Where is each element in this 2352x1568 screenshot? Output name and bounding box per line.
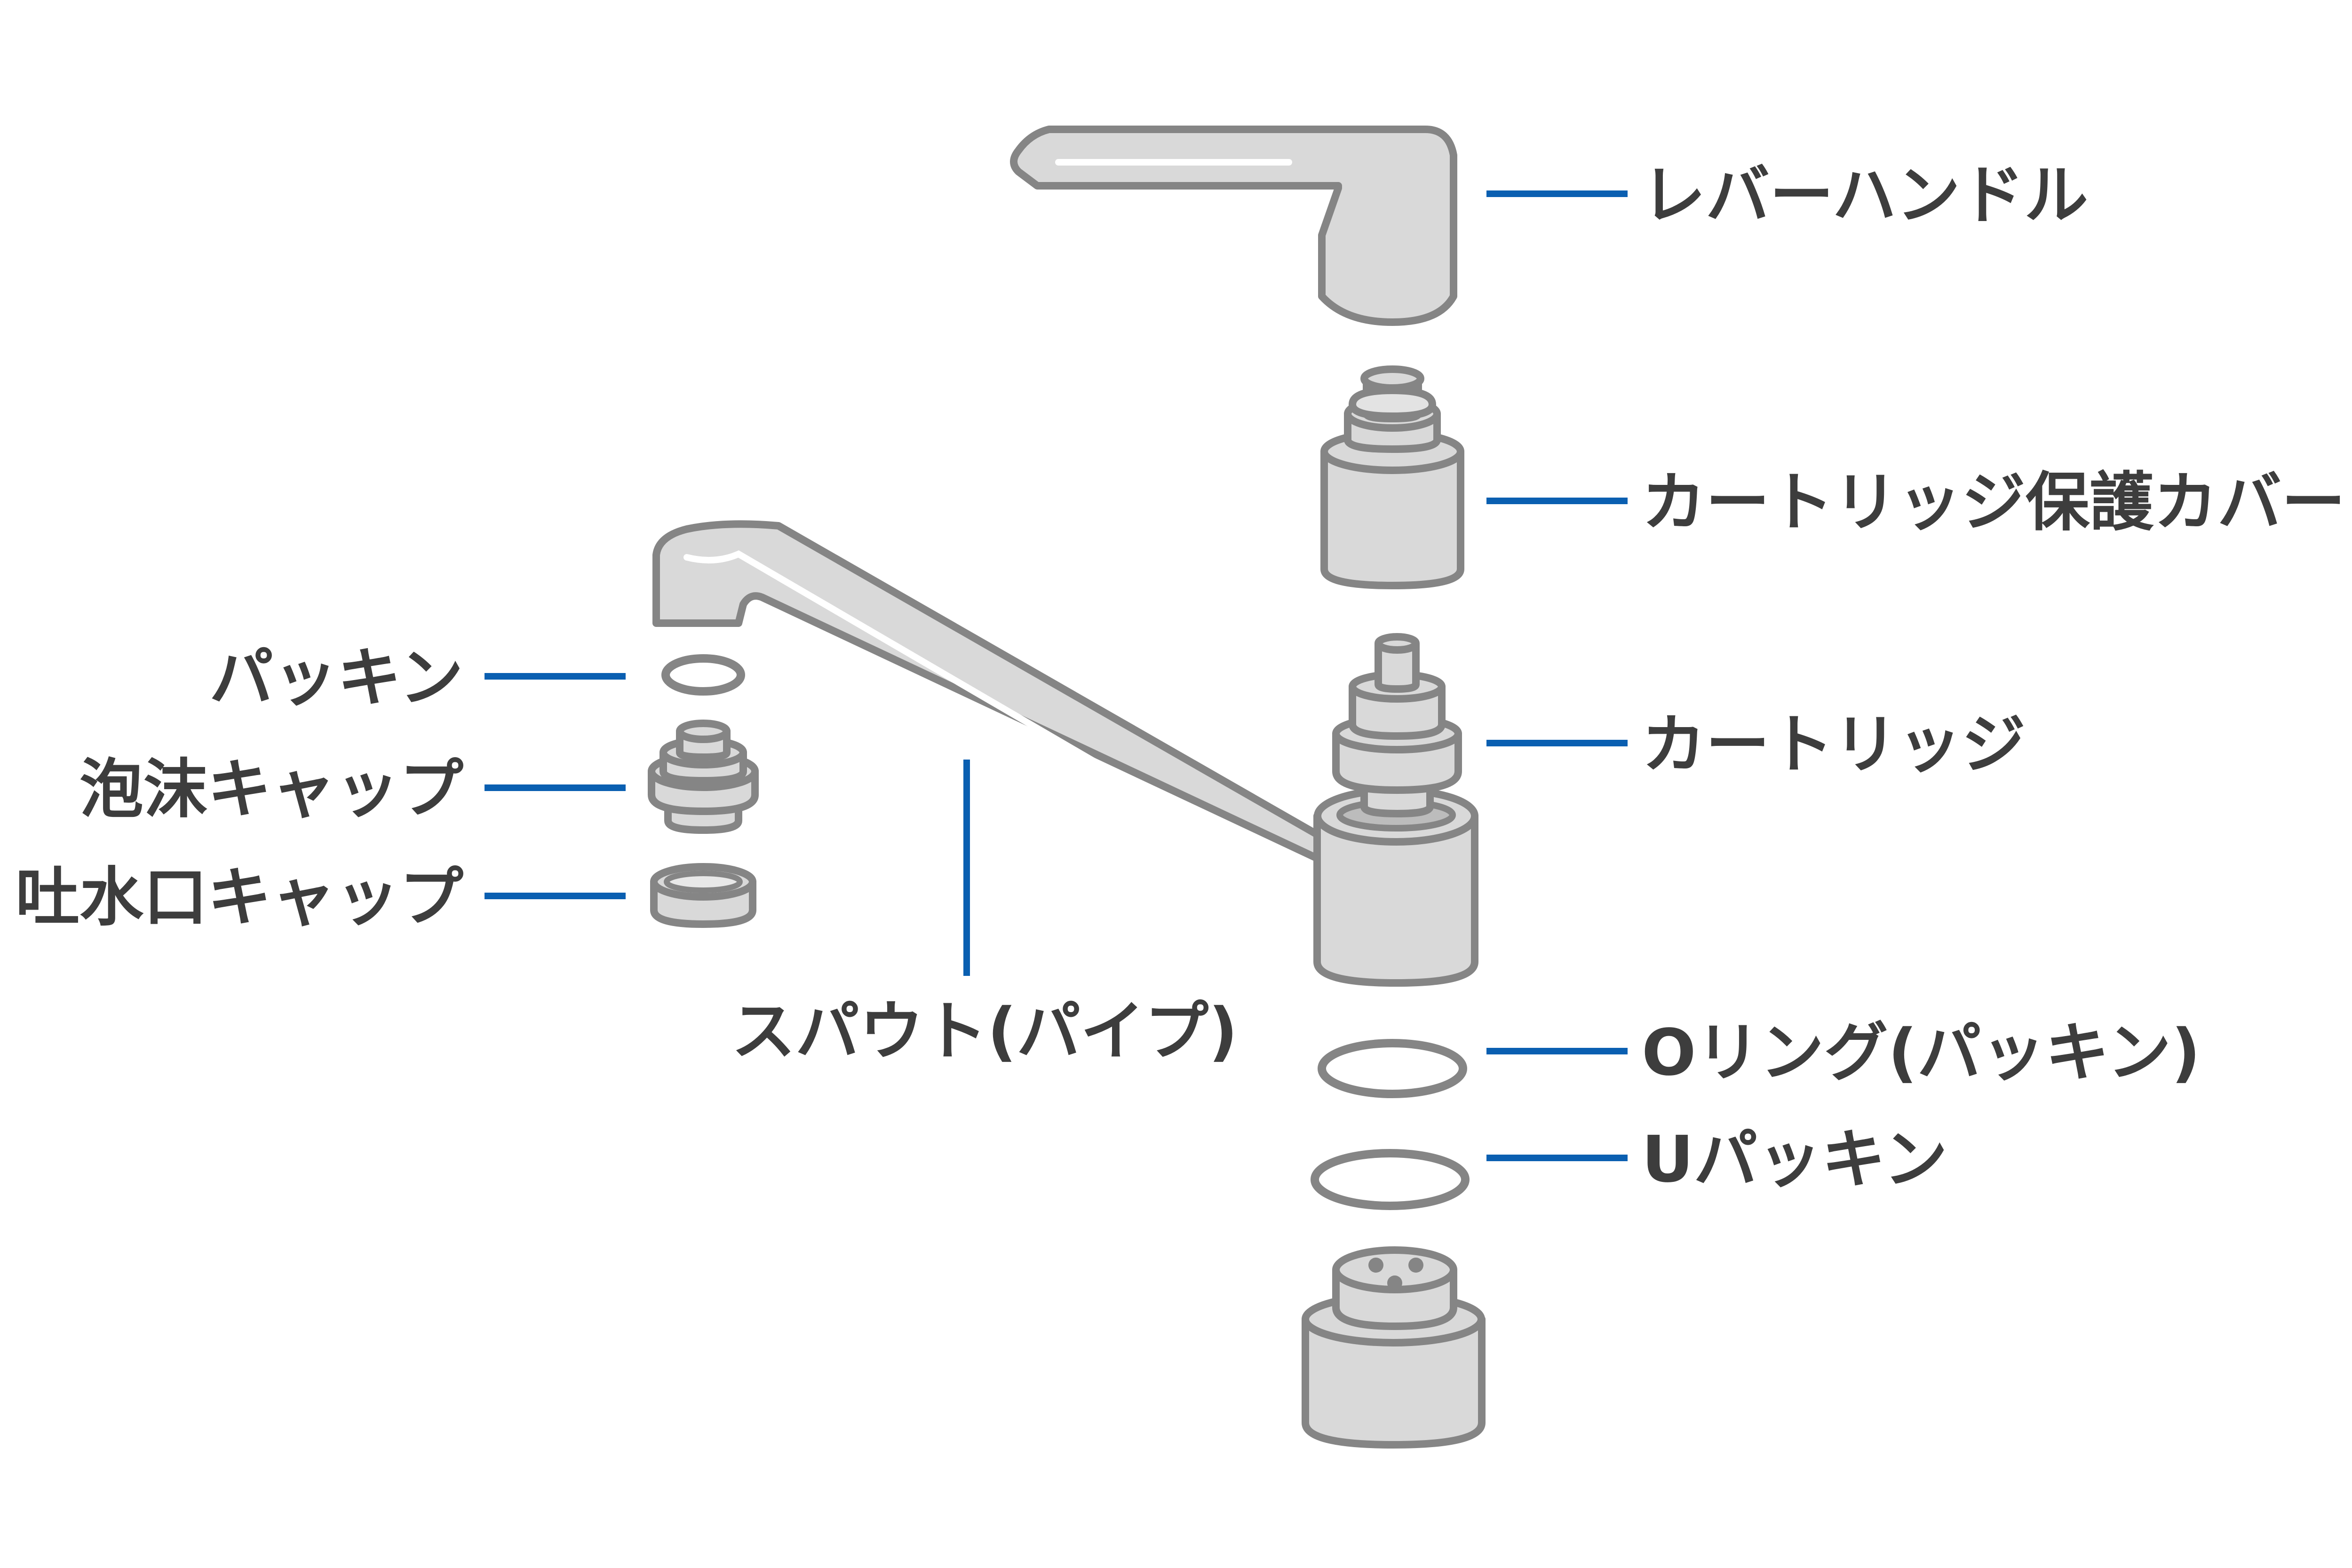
label-u-packing: Uパッキン — [1642, 1123, 1947, 1197]
label-o-ring: Oリング(パッキン) — [1642, 1016, 2201, 1090]
o-ring — [1318, 1039, 1467, 1098]
cartridge-protective-cover — [1320, 365, 1464, 589]
packing-ring — [661, 654, 745, 696]
label-cartridge-cover: カートリッジ保護カバー — [1642, 466, 2345, 540]
outlet-cap — [650, 863, 756, 928]
u-packing — [1311, 1149, 1470, 1210]
label-foam-cap: 泡沫キャップ — [79, 752, 463, 827]
label-cartridge: カートリッジ — [1642, 708, 2026, 782]
label-lever-handle: レバーハンドル — [1642, 158, 2088, 233]
foam-cap — [648, 720, 759, 834]
faucet-base — [1302, 1246, 1486, 1449]
cartridge — [1332, 633, 1462, 817]
lever-handle — [1010, 126, 1457, 326]
label-spout: スパウト(パイプ) — [731, 995, 1238, 1069]
label-outlet-cap: 吐水口キャップ — [16, 861, 463, 935]
label-packing: パッキン — [209, 641, 463, 715]
spout — [652, 520, 1478, 987]
